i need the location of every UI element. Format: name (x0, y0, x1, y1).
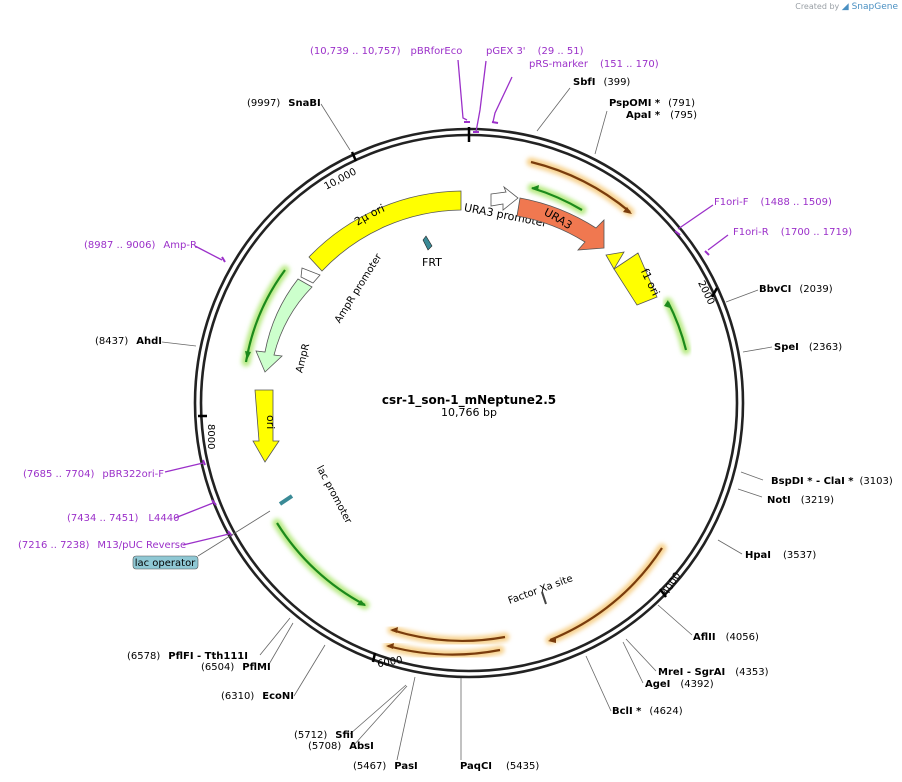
feature-f1-ori: f1 ori (605, 251, 662, 306)
site-pflfi-tth111i: (6578)PflFI - Tth111I (127, 651, 248, 662)
site-pspomi: PspOMI *(791) (609, 98, 695, 109)
primer-prs-marker: pRS-marker(151 .. 170) (529, 59, 659, 70)
site-absi: (5708)AbsI (308, 741, 374, 752)
site-apai: ApaI *(795) (626, 110, 697, 121)
feature-label-ampr-promoter: AmpR promoter (333, 251, 385, 325)
primer-pbr322ori-f: (7685 .. 7704)pBR322ori-F (23, 469, 164, 480)
lac-operator-box (132, 555, 199, 570)
site-bspdi-clai: BspDI * - ClaI *(3103) (771, 476, 893, 487)
site-paqci: PaqCI(5435) (460, 761, 539, 772)
primer-marks (164, 59, 729, 546)
site-aflii: AflII(4056) (693, 632, 759, 643)
primer-pbrforeco: (10,739 .. 10,757)pBRforEco (310, 46, 462, 57)
site-agei: AgeI(4392) (645, 679, 714, 690)
site-hpai: HpaI(3537) (745, 550, 816, 561)
feature-ori: ori (252, 389, 280, 463)
restriction-sites: SbfI(399) PspOMI *(791) ApaI *(795) BbvC… (95, 77, 893, 772)
tick-label-10000: 10,000 (322, 166, 358, 192)
primer-pgex3: pGEX 3'(29 .. 51) (486, 46, 584, 57)
primer-labels: (10,739 .. 10,757)pBRforEco pGEX 3'(29 .… (18, 46, 852, 551)
site-spei: SpeI(2363) (774, 342, 842, 353)
lac-operator-callout: lac operator (132, 510, 271, 570)
site-sbfi: SbfI(399) (573, 77, 630, 88)
primer-amp-r: (8987 .. 9006)Amp-R (84, 240, 197, 251)
credit-brand: SnapGene (851, 2, 898, 12)
site-pflmi: (6504)PflMI (201, 662, 271, 673)
feature-label-lac-promoter: lac promoter (314, 464, 354, 526)
snapgene-credit: Created by ◢ SnapGene (795, 2, 898, 12)
primer-f1ori-f: F1ori-F(1488 .. 1509) (714, 197, 832, 208)
primer-m13-puc-reverse: (7216 .. 7238)M13/pUC Reverse (18, 540, 186, 551)
orf-arcs-green (241, 183, 691, 610)
tick-label-8000: 8000 (205, 424, 216, 449)
plasmid-name: csr-1_son-1_mNeptune2.5 (382, 393, 556, 408)
tick-label-4000: 4000 (661, 571, 684, 598)
orf-arcs-orange (383, 157, 667, 660)
site-econi: (6310)EcoNI (221, 691, 294, 702)
tick-label-6000: 6000 (377, 655, 404, 670)
feature-factor-xa: Factor Xa site (507, 573, 575, 607)
credit-prefix: Created by (795, 2, 840, 11)
feature-label-frt: FRT (422, 256, 442, 269)
snapgene-logo: ◢ SnapGene (841, 2, 898, 12)
site-mrei-sgrai: MreI - SgrAI(4353) (658, 667, 769, 678)
site-lines (161, 87, 773, 761)
primer-f1ori-r: F1ori-R(1700 .. 1719) (733, 227, 852, 238)
feature-label-factor-xa: Factor Xa site (507, 573, 575, 607)
feature-ampr: AmpR (255, 278, 313, 374)
site-noti: NotI(3219) (767, 495, 834, 506)
feature-lac-promoter: lac promoter (278, 464, 354, 526)
site-sfii: (5712)SfiI (294, 730, 354, 741)
site-ahdi: (8437)AhdI (95, 336, 162, 347)
lac-operator-label: lac operator (135, 558, 196, 569)
site-snabi: (9997)SnaBI (247, 98, 321, 109)
site-pasi: (5467)PasI (353, 761, 418, 772)
feature-frt: FRT (422, 235, 442, 269)
plasmid-length: 10,766 bp (441, 406, 497, 419)
primer-l4440: (7434 .. 7451)L4440 (67, 513, 179, 524)
feature-label-ori: ori (264, 415, 277, 429)
feature-label-ampr: AmpR (294, 342, 312, 374)
site-bcli: BclI *(4624) (612, 706, 683, 717)
site-bbvci: BbvCI(2039) (759, 284, 833, 295)
